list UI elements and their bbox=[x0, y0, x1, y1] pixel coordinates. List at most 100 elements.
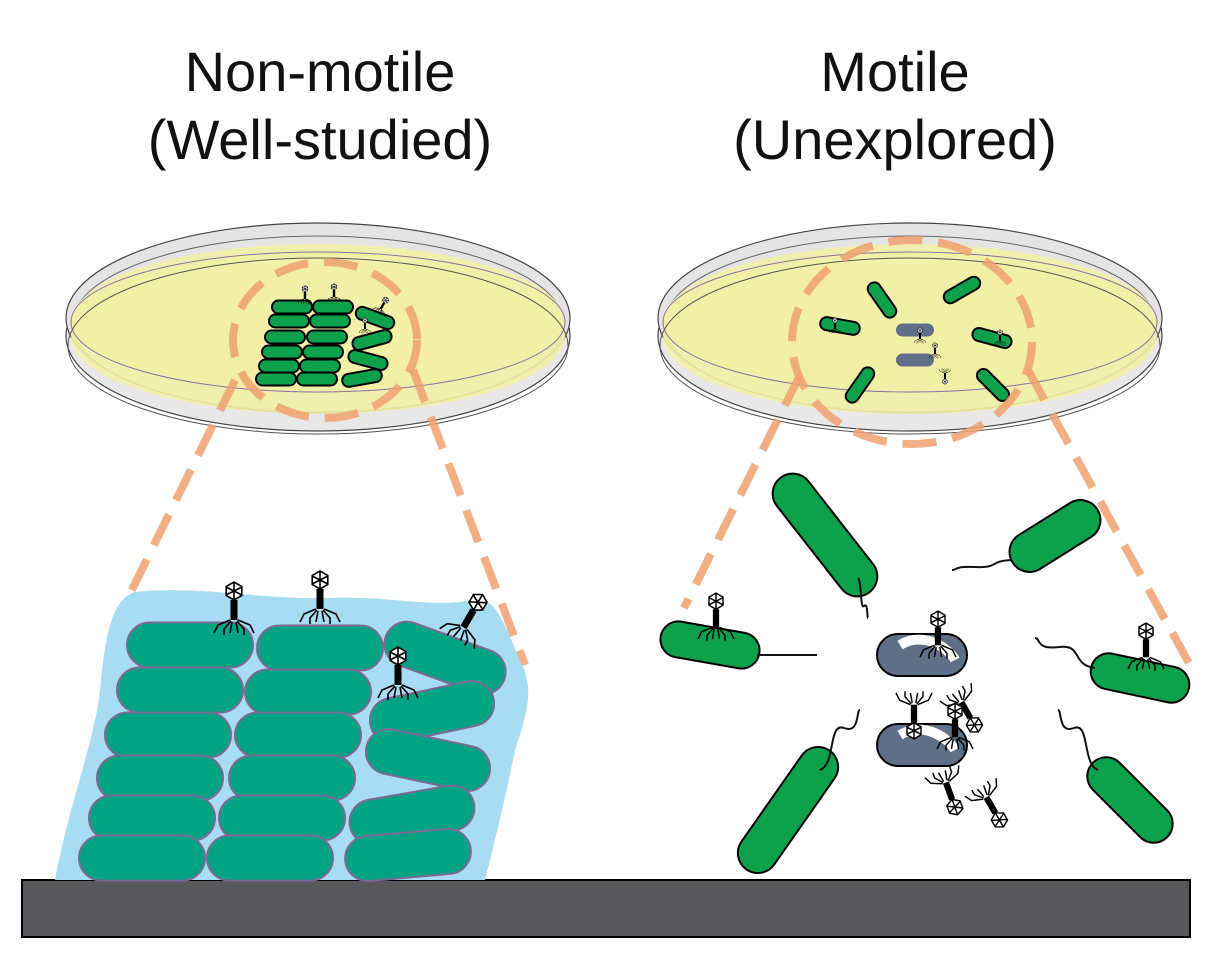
bacteriophage-icon bbox=[439, 593, 488, 649]
phage-tail bbox=[230, 600, 238, 620]
phage-legs bbox=[828, 328, 842, 334]
biofilm-bacterium bbox=[344, 827, 472, 883]
phage-legs bbox=[439, 622, 476, 649]
left-title-line2: (Well-studied) bbox=[147, 108, 493, 171]
phage-head bbox=[942, 378, 948, 385]
mini-bacterium bbox=[306, 329, 348, 345]
mini-bacterium bbox=[258, 358, 300, 374]
flagellum-icon bbox=[819, 709, 861, 771]
phage-tail bbox=[363, 323, 367, 330]
phage-head bbox=[362, 317, 368, 324]
bacteriophage-icon bbox=[299, 570, 341, 624]
phage-legs bbox=[297, 298, 313, 305]
zoom-circle-left bbox=[229, 258, 421, 422]
left-title: Non-motile (Well-studied) bbox=[70, 38, 570, 174]
biofilm-bacterium bbox=[88, 794, 216, 842]
mini-bacterium bbox=[264, 329, 306, 345]
mini-bacterium bbox=[347, 349, 389, 371]
phage-legs bbox=[924, 765, 960, 785]
biofilm-bacterium bbox=[234, 711, 362, 759]
phage-tail bbox=[998, 335, 1002, 342]
phage-head bbox=[330, 283, 338, 291]
phage-legs bbox=[1127, 656, 1165, 671]
flagellum-icon bbox=[951, 559, 1013, 571]
phage-legs bbox=[936, 736, 974, 751]
mini-bacterium bbox=[255, 371, 297, 387]
bacteriophage-icon bbox=[297, 285, 313, 305]
phage-tail bbox=[1142, 639, 1150, 658]
phage-legs bbox=[928, 353, 942, 359]
phage-head bbox=[930, 610, 946, 629]
biofilm-bacterium bbox=[78, 834, 206, 882]
mini-bacterium bbox=[296, 371, 338, 387]
mini-bacterium bbox=[261, 344, 303, 360]
bacteriophage-icon bbox=[938, 368, 952, 385]
phage-tail bbox=[833, 323, 837, 330]
phage-legs bbox=[299, 608, 341, 624]
phage-tail bbox=[983, 795, 999, 815]
petri-dish-left bbox=[65, 222, 571, 435]
mini-infected-bacterium bbox=[896, 323, 934, 337]
bacteriophage-icon bbox=[828, 317, 842, 334]
biofilm-bacterium bbox=[244, 668, 372, 716]
biofilm-bacterium bbox=[104, 711, 232, 759]
phage-head bbox=[225, 581, 243, 601]
biofilm-bacterium bbox=[228, 754, 356, 802]
dish-bottom-edge bbox=[659, 257, 1161, 435]
phage-head bbox=[946, 798, 964, 816]
phage-legs bbox=[939, 683, 973, 707]
phage-tail bbox=[958, 700, 974, 720]
phage-tail bbox=[379, 302, 386, 310]
mini-swarm bbox=[819, 275, 1013, 404]
mini-bacterium bbox=[942, 275, 982, 305]
phage-legs bbox=[964, 778, 998, 802]
mini-bacterium bbox=[866, 281, 898, 319]
phage-head bbox=[832, 317, 838, 324]
phage-tail bbox=[934, 627, 942, 646]
phage-tail bbox=[933, 348, 937, 355]
bacteriophage-icon bbox=[919, 610, 957, 659]
mini-bacterium bbox=[351, 329, 393, 351]
phage-tail bbox=[943, 372, 947, 379]
biofilm-bacterium bbox=[116, 666, 244, 714]
zoom-line bbox=[118, 378, 239, 612]
phage-tail bbox=[394, 665, 402, 685]
bacteriophage-icon bbox=[372, 297, 390, 317]
bacteriophage-icon bbox=[964, 778, 1009, 828]
motile-bacterium bbox=[736, 745, 840, 875]
agar-surface bbox=[662, 251, 1158, 393]
phage-legs bbox=[697, 626, 735, 641]
bacteriophage-icon bbox=[936, 702, 974, 751]
bacteriophage-icon bbox=[213, 581, 255, 635]
phage-head bbox=[965, 717, 984, 733]
phage-tail bbox=[460, 608, 477, 630]
phage-tail bbox=[942, 781, 956, 801]
bacteriophage-icon bbox=[358, 317, 372, 334]
phage-legs bbox=[326, 296, 342, 303]
bacteriophage-icon bbox=[993, 329, 1007, 346]
biofilm-bacterium bbox=[256, 624, 384, 672]
right-title: Motile (Unexplored) bbox=[645, 38, 1145, 174]
mini-bacterium bbox=[312, 299, 354, 315]
phage-head bbox=[301, 285, 309, 293]
motile-swarm bbox=[659, 472, 1191, 875]
motile-bacterium bbox=[1008, 499, 1102, 573]
phage-tail bbox=[712, 609, 720, 628]
mini-bacterium bbox=[309, 313, 351, 329]
bacteriophage-icon bbox=[697, 592, 735, 641]
phage-legs bbox=[213, 619, 255, 635]
flagellum-icon bbox=[1057, 709, 1099, 771]
phage-head bbox=[382, 297, 390, 304]
phage-head bbox=[906, 721, 922, 740]
phage-head bbox=[708, 592, 724, 611]
mini-bacterium bbox=[844, 366, 876, 404]
biofilm-bacterium bbox=[206, 834, 334, 882]
phage-legs bbox=[919, 644, 957, 659]
phage-head bbox=[947, 702, 963, 721]
bacteriophage-icon bbox=[1127, 622, 1165, 671]
phage-head bbox=[997, 329, 1003, 336]
mini-biofilm bbox=[255, 283, 396, 388]
phage-legs bbox=[377, 684, 419, 700]
biofilm-bacterium bbox=[383, 620, 507, 696]
phage-tail bbox=[303, 291, 307, 299]
